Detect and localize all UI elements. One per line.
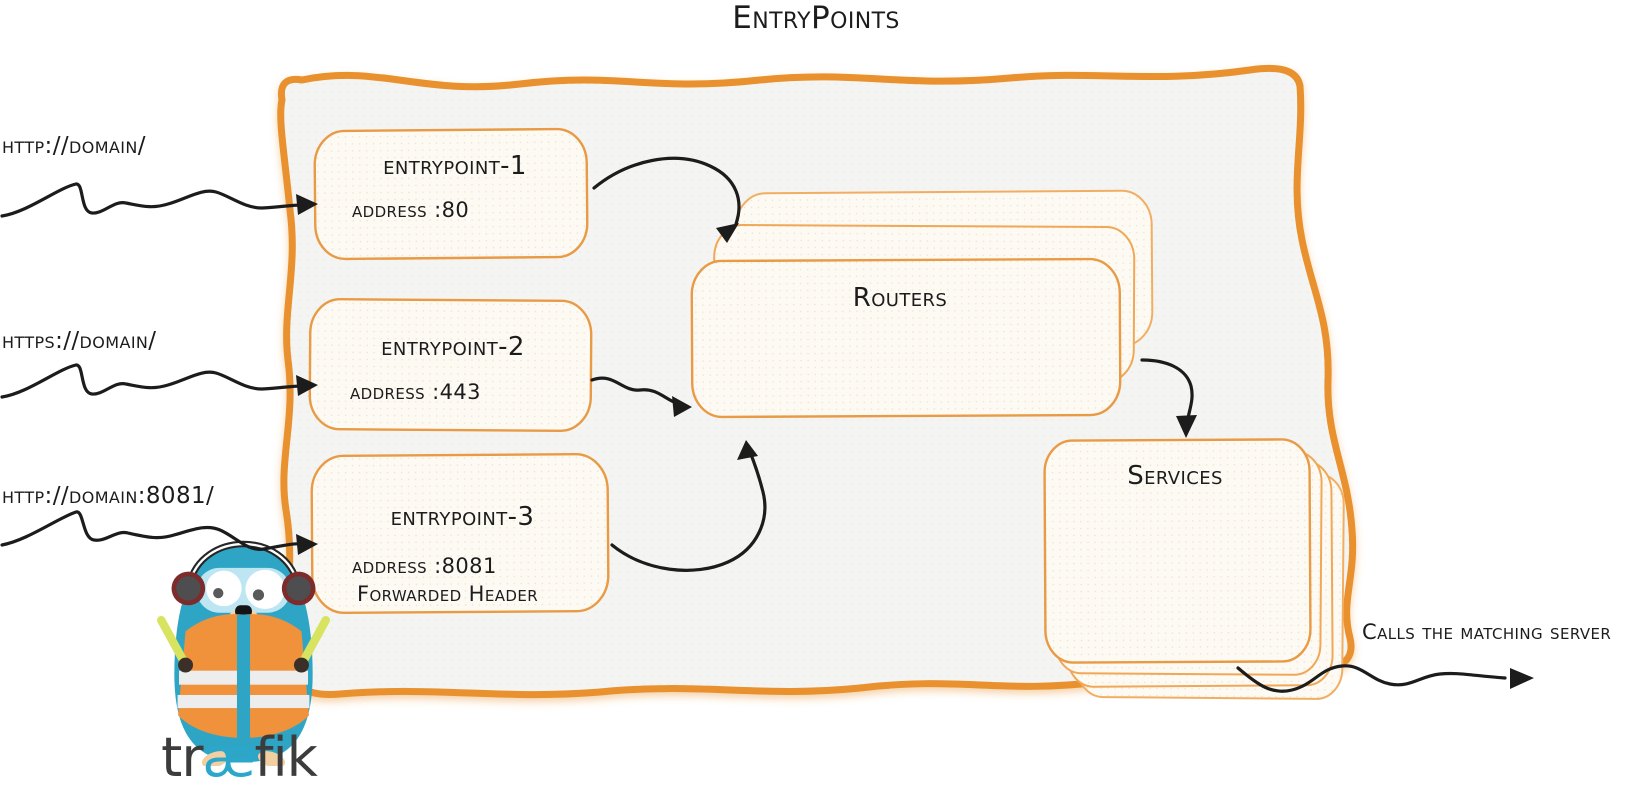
- gopher-hand-left: [178, 657, 194, 673]
- entrypoint-2-address: address :443: [350, 380, 481, 404]
- entrypoint-2-name: entrypoint-2: [381, 332, 525, 362]
- traefik-gopher-mascot: [157, 540, 330, 766]
- gopher-foot-left: [201, 751, 229, 766]
- incoming-arrowhead-1: [296, 194, 318, 215]
- services-stack: [1043, 438, 1345, 700]
- routers-box: [690, 257, 1122, 419]
- entrypoint-3-forwarded-header: Forwarded Header: [357, 582, 539, 606]
- arrow-entrypoint2-to-routers: [590, 376, 676, 404]
- headphone-cup-left-inner: [176, 576, 201, 601]
- arrowhead-ep3-routers: [737, 440, 758, 460]
- wordmark-ae: æ: [202, 726, 256, 785]
- entrypoint-3-address: address :8081: [352, 554, 497, 578]
- entrypoint-1-box: [313, 127, 589, 261]
- routers-label: Routers: [852, 283, 948, 313]
- services-label: Services: [1127, 461, 1223, 491]
- gopher-foot-right: [258, 751, 286, 766]
- headphone-cup-right-inner: [286, 576, 311, 601]
- outgoing-call-label: Calls the matching server: [1362, 620, 1612, 644]
- baton-right: [299, 615, 330, 666]
- routers-stack: [690, 189, 1154, 419]
- arrowhead-ep1-routers: [716, 223, 739, 243]
- arrow-routers-to-services: [1140, 358, 1194, 420]
- arrowhead-ep2-routers: [672, 396, 692, 417]
- outgoing-arrowhead: [1510, 668, 1534, 689]
- incoming-request-label-3: http://domain:8081/: [2, 483, 215, 509]
- gopher-eye-right: [245, 569, 285, 609]
- services-box: [1043, 438, 1312, 664]
- gopher-eye-left: [206, 570, 242, 607]
- wordmark-post: fik: [254, 726, 318, 785]
- arrow-entrypoint3-to-routers: [610, 450, 767, 572]
- gopher-hand-right: [293, 657, 309, 673]
- incoming-arrow-2: [0, 363, 304, 399]
- arrow-entrypoint1-to-routers: [592, 156, 741, 226]
- gopher-pupil-left: [213, 587, 224, 599]
- wordmark-pre: tr: [161, 726, 203, 785]
- vest-center-gap: [236, 614, 251, 738]
- entrypoint-1-name: entrypoint-1: [383, 151, 527, 181]
- incoming-arrow-1: [0, 182, 304, 218]
- entrypoint-3-name: entrypoint-3: [390, 502, 535, 532]
- incoming-arrowhead-2: [296, 375, 318, 396]
- traefik-wordmark: træfik: [161, 726, 318, 785]
- entrypoint-1-address: address :80: [352, 198, 470, 222]
- outgoing-arrow: [1236, 664, 1507, 693]
- incoming-request-label-1: http://domain/: [2, 133, 146, 159]
- baton-left: [157, 615, 188, 666]
- diagram-title: EntryPoints: [732, 0, 900, 36]
- arrowhead-routers-services: [1176, 415, 1197, 438]
- gopher-pupil-right: [252, 589, 265, 601]
- incoming-request-label-2: https://domain/: [2, 328, 157, 354]
- entrypoint-2-box: [308, 298, 593, 432]
